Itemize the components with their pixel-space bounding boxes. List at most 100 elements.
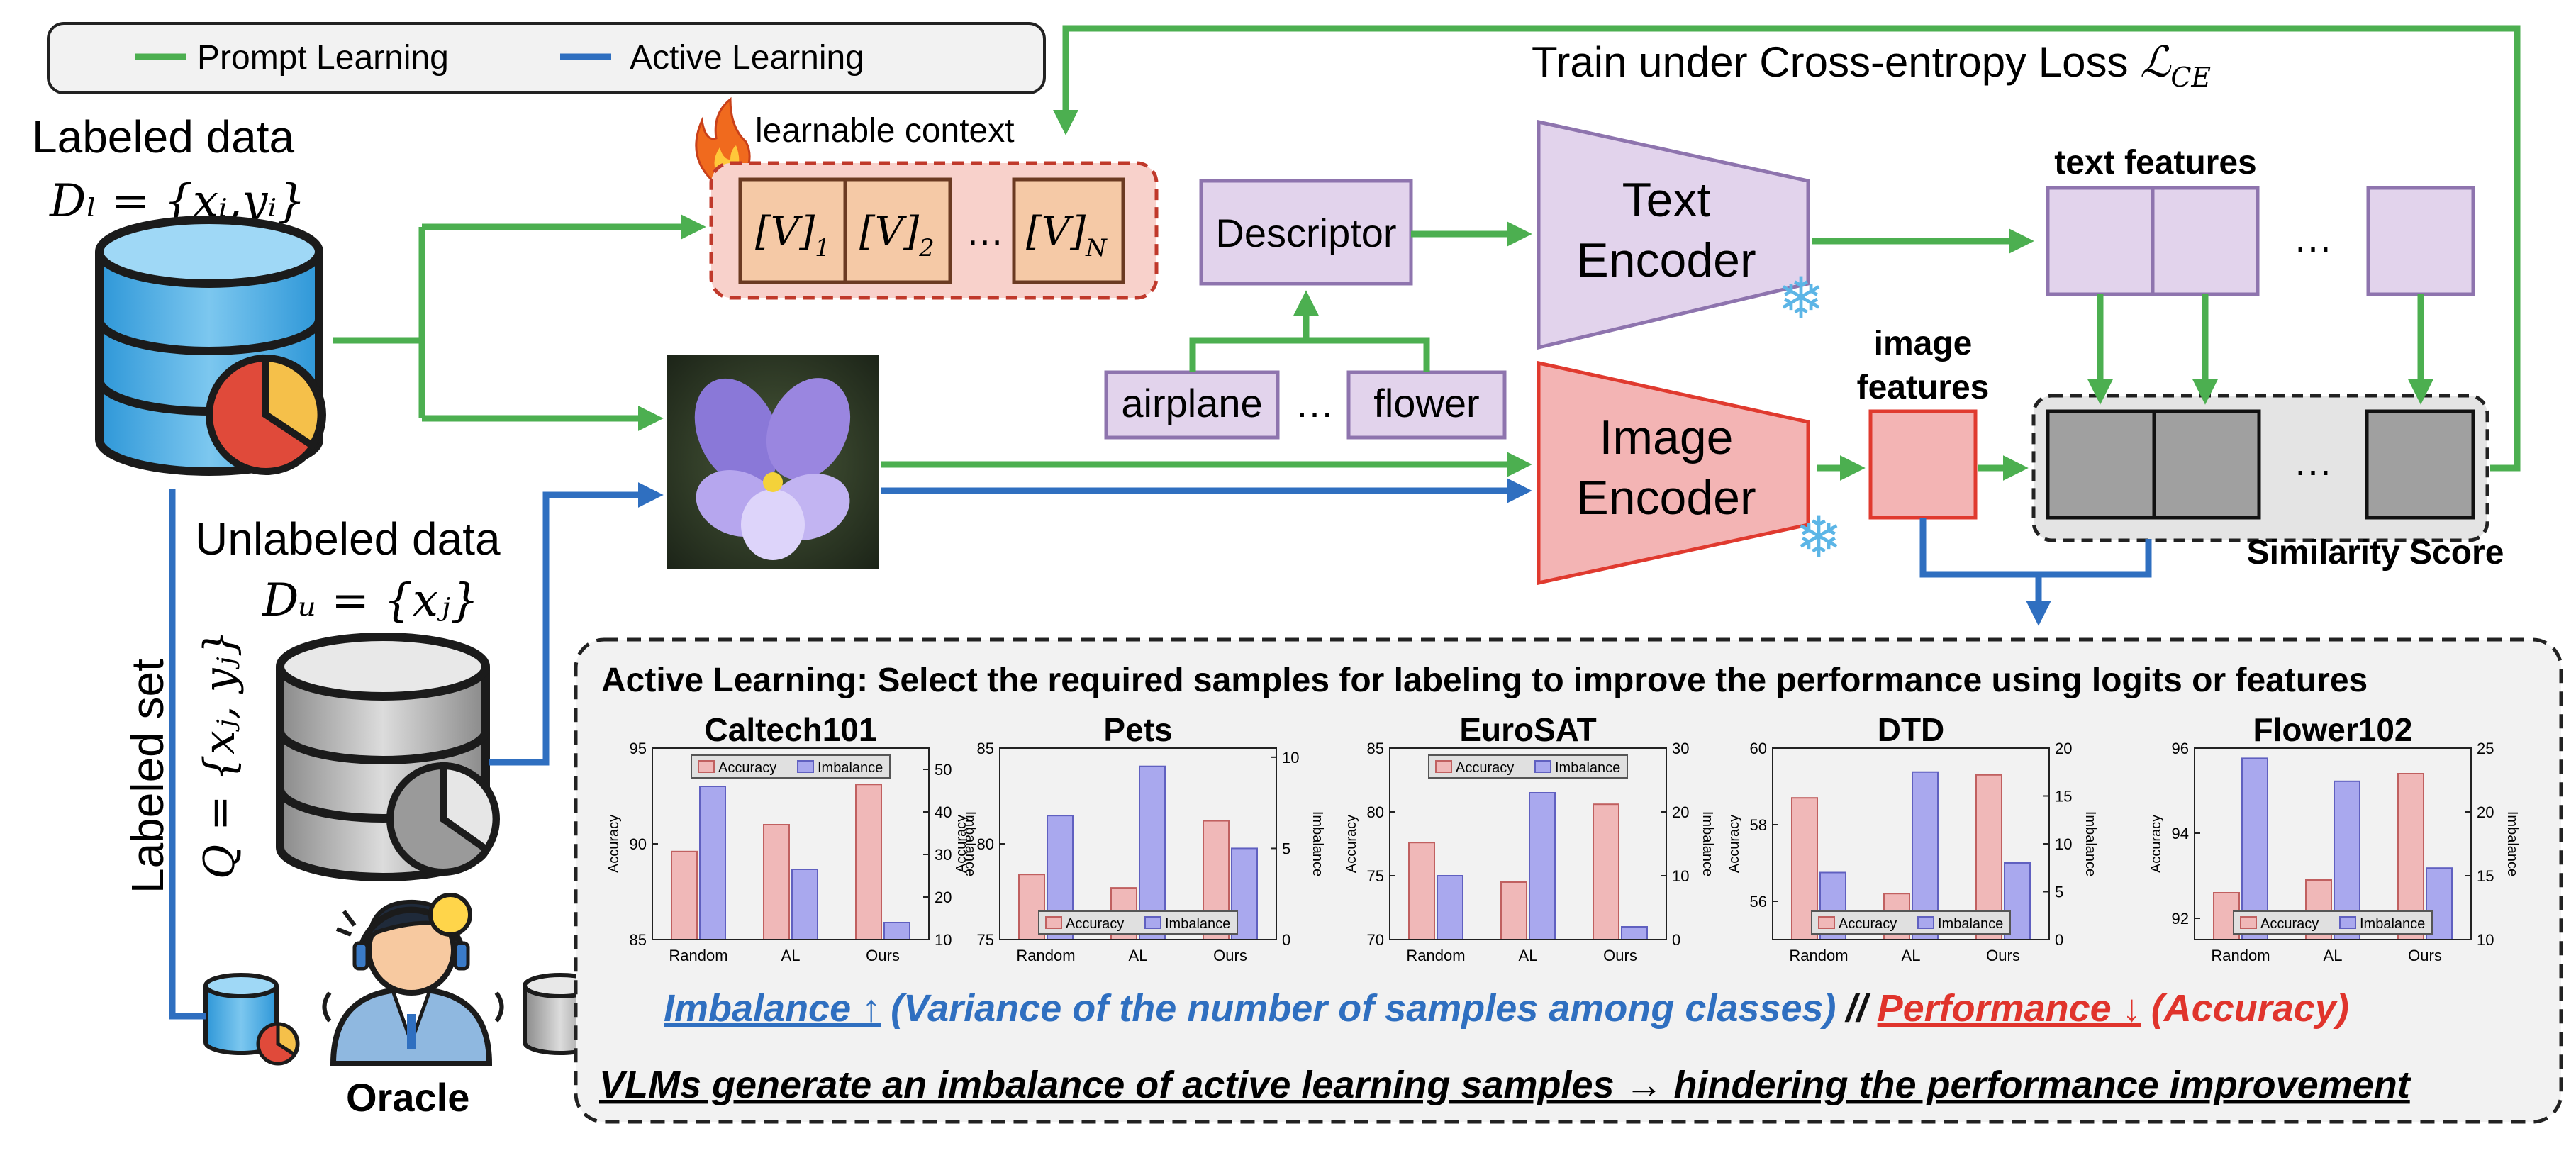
chart-title: Caltech101 bbox=[705, 711, 877, 748]
category-tick-label: AL bbox=[781, 947, 801, 964]
chart-legend-box bbox=[1428, 754, 1628, 779]
text-encoder-line2: Encoder bbox=[1576, 233, 1756, 287]
y-axis-label: Accuracy bbox=[954, 815, 969, 873]
descriptor-box bbox=[1199, 179, 1413, 286]
right-tick-label: 0 bbox=[1672, 931, 1680, 949]
legend-imbalance-label: Imbalance bbox=[1555, 760, 1620, 776]
imbalance-bar bbox=[2241, 757, 2268, 941]
category-tick-label: AL bbox=[1129, 947, 1148, 964]
text-features-ellipsis: … bbox=[2293, 216, 2333, 260]
left-tick-label: 75 bbox=[977, 931, 994, 949]
legend-accuracy-label: Accuracy bbox=[1456, 760, 1514, 776]
left-tick-label: 96 bbox=[2172, 740, 2189, 757]
category-tick-label: AL bbox=[1519, 947, 1538, 964]
right-tick-label: 15 bbox=[2055, 788, 2072, 806]
right-tick-label: 5 bbox=[1282, 840, 1290, 857]
y-axis-label: Accuracy bbox=[2148, 815, 2164, 873]
accuracy-bar bbox=[763, 824, 790, 940]
text-encoder-line1: Text bbox=[1622, 173, 1711, 227]
unlabeled-data-title: Unlabeled data bbox=[195, 513, 501, 564]
imbalance-bar bbox=[883, 922, 910, 940]
category-tick-label: Ours bbox=[866, 947, 900, 964]
left-tick-label: 94 bbox=[2172, 825, 2189, 842]
right-tick-label: 25 bbox=[2477, 740, 2494, 757]
right-tick-label: 30 bbox=[935, 846, 952, 864]
right-tick-label: 20 bbox=[2477, 803, 2494, 821]
similarity-cells bbox=[2046, 409, 2475, 520]
right-tick-label: 10 bbox=[2477, 931, 2494, 949]
labeled-set-label: Labeled set Q = {xⱼ, yⱼ} bbox=[122, 630, 245, 893]
idea-bulb-icon bbox=[428, 893, 472, 937]
prompt-legend-label: Prompt Learning bbox=[197, 39, 449, 77]
legend: Prompt Learning Active Learning bbox=[47, 22, 1046, 94]
left-tick-label: 56 bbox=[1750, 893, 1767, 910]
image-encoder-shape bbox=[1537, 360, 1810, 586]
legend-accuracy-swatch bbox=[1818, 916, 1835, 929]
right-tick-label: 50 bbox=[935, 761, 952, 779]
category-tick-label: Random bbox=[1016, 947, 1075, 964]
chart-title: DTD bbox=[1878, 711, 1945, 748]
legend-accuracy-label: Accuracy bbox=[2260, 916, 2319, 932]
imbalance-bar bbox=[1437, 875, 1463, 940]
class-flower-label: flower bbox=[1373, 381, 1479, 425]
input-flower-image bbox=[667, 355, 879, 569]
frozen-snowflake-icon: ❄ bbox=[1777, 267, 1824, 330]
y2-axis-label: Imbalance bbox=[962, 811, 978, 876]
left-tick-label: 70 bbox=[1367, 931, 1384, 949]
legend-accuracy-swatch bbox=[1435, 760, 1452, 773]
context-token-2: [V]2 bbox=[859, 208, 935, 262]
legend-imbalance-label: Imbalance bbox=[2360, 916, 2425, 932]
legend-imbalance-label: Imbalance bbox=[1165, 916, 1230, 932]
legend-accuracy-swatch bbox=[2240, 916, 2257, 929]
legend-imbalance-swatch bbox=[797, 760, 814, 773]
legend-imbalance-swatch bbox=[1534, 760, 1551, 773]
oracle-icon bbox=[322, 893, 504, 1066]
chart-title: Flower102 bbox=[2253, 711, 2413, 748]
accuracy-bar bbox=[1500, 881, 1527, 940]
accuracy-bar bbox=[1593, 803, 1619, 940]
left-tick-label: 85 bbox=[630, 931, 647, 949]
similarity-ellipsis: … bbox=[2293, 439, 2333, 484]
class-airplane-label: airplane bbox=[1121, 381, 1262, 425]
legend-imbalance-swatch bbox=[2339, 916, 2356, 929]
text-features-label: text features bbox=[2054, 144, 2256, 182]
category-tick-label: AL bbox=[1902, 947, 1921, 964]
class-flower-box bbox=[1346, 370, 1507, 440]
legend-imbalance-swatch bbox=[1144, 916, 1161, 929]
category-tick-label: Random bbox=[669, 947, 727, 964]
legend-accuracy-swatch bbox=[1045, 916, 1062, 929]
chart-legend-box bbox=[691, 754, 891, 779]
imbalance-bar bbox=[1529, 792, 1556, 940]
frozen-snowflake-icon: ❄ bbox=[1795, 506, 1842, 569]
left-tick-label: 90 bbox=[630, 835, 647, 853]
small-labeled-db-icon bbox=[203, 973, 300, 1066]
right-tick-label: 5 bbox=[2055, 884, 2063, 901]
legend-accuracy-swatch bbox=[698, 760, 715, 773]
category-tick-label: Ours bbox=[2408, 947, 2442, 964]
category-tick-label: Ours bbox=[1603, 947, 1637, 964]
imbalance-bar bbox=[1621, 926, 1648, 940]
right-tick-label: 15 bbox=[2477, 867, 2494, 885]
right-tick-label: 40 bbox=[935, 803, 952, 821]
context-ellipsis: … bbox=[966, 211, 1004, 253]
class-airplane-box bbox=[1104, 370, 1280, 440]
plot-frame bbox=[1389, 747, 1667, 940]
image-encoder-line2: Encoder bbox=[1576, 471, 1756, 525]
legend-accuracy-label: Accuracy bbox=[1839, 916, 1897, 932]
imbalance-bar bbox=[699, 786, 726, 940]
panel-title: Active Learning: Select the required sam… bbox=[601, 662, 2368, 699]
category-tick-label: Ours bbox=[1213, 947, 1247, 964]
y2-axis-label: Imbalance bbox=[1700, 811, 1715, 876]
left-tick-label: 80 bbox=[977, 835, 994, 853]
context-tokens: [V]1 [V]2 … [V]N bbox=[738, 177, 1125, 284]
right-tick-label: 20 bbox=[935, 889, 952, 906]
panel-note: Imbalance ↑(Variance of the number of sa… bbox=[664, 987, 2349, 1030]
image-feature-cell bbox=[1868, 409, 1978, 520]
right-tick-label: 10 bbox=[935, 931, 952, 949]
chart-legend-box bbox=[1811, 910, 2011, 935]
